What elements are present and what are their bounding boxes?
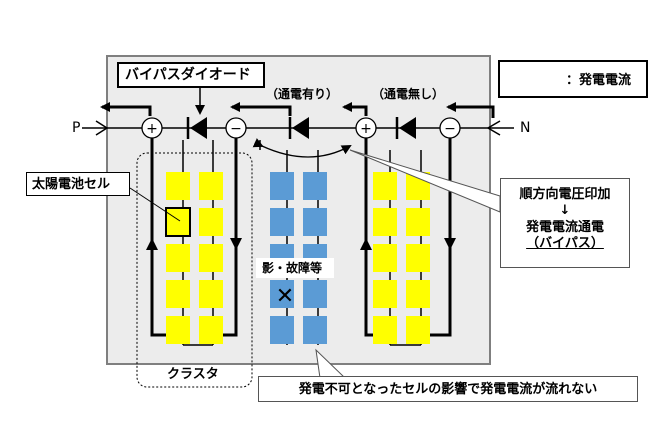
yellow-cell: [406, 208, 430, 236]
forward-callout-line3: （バイパス）: [526, 235, 604, 251]
no-current-callout: 発電不可となったセルの影響で発電電流が流れない: [258, 376, 638, 402]
not-conducting-label: （通電無し）: [372, 87, 445, 101]
yellow-cell: [166, 172, 190, 200]
blue-cell: [303, 208, 327, 236]
blue-cell: [270, 172, 294, 200]
shadow-fault-label: 影・故障等: [262, 261, 323, 275]
yellow-cell: [199, 244, 223, 272]
flow-arrow-p: [100, 102, 152, 116]
yellow-cell: [406, 280, 430, 308]
yellow-cell: [373, 208, 397, 236]
yellow-cell: [373, 316, 397, 344]
plus-terminal-1: +: [141, 117, 163, 139]
yellow-cell: [199, 316, 223, 344]
svg-text:+: +: [360, 121, 372, 137]
flow-arrow-cluster3: [342, 102, 368, 116]
yellow-cell: [166, 316, 190, 344]
terminal-n-fork: [486, 120, 501, 136]
yellow-cell: [166, 244, 190, 272]
forward-callout-line1: 順方向電圧印加: [519, 187, 611, 202]
yellow-cell: [406, 316, 430, 344]
yellow-cell: [199, 172, 223, 200]
yellow-cell: [199, 208, 223, 236]
flow-up-c1: [146, 238, 158, 250]
solar-cell-label: 太陽電池セル: [32, 177, 111, 192]
terminal-n-label: N: [520, 120, 531, 136]
yellow-cell: [199, 280, 223, 308]
svg-text:+: +: [146, 121, 158, 137]
yellow-cell: [166, 280, 190, 308]
cluster-label: クラスタ: [167, 367, 219, 382]
forward-callout-arrow: ↓: [559, 203, 571, 219]
terminal-p-fork: [95, 120, 109, 136]
svg-text:−: −: [230, 121, 242, 137]
terminal-p-label: P: [72, 120, 81, 136]
blue-cell: [303, 172, 327, 200]
bypass-diode-label: バイパスダイオード: [125, 67, 251, 83]
flow-down-c1: [230, 238, 242, 250]
yellow-cell: [373, 244, 397, 272]
bypass-diode-1: [186, 117, 207, 139]
shadow-label-bg: [256, 258, 334, 278]
faulty-cell-mark: ✕: [276, 284, 294, 309]
blue-cell: [303, 316, 327, 344]
blue-cell: [303, 280, 327, 308]
svg-text:−: −: [444, 121, 456, 137]
legend-box: [498, 60, 648, 98]
blue-cell: [270, 316, 294, 344]
bypass-diode-label-box: [117, 62, 265, 88]
minus-terminal-2: −: [439, 117, 461, 139]
module-panel: [106, 55, 491, 365]
no-current-callout-text: 発電不可となったセルの影響で発電電流が流れない: [298, 382, 598, 397]
bypass-curve-arrow: [252, 138, 352, 158]
forward-callout-line2: 発電電流通電: [525, 219, 604, 235]
flow-up-c3: [360, 238, 372, 250]
forward-voltage-callout: 順方向電圧印加 ↓ 発電電流通電 （バイパス）: [500, 178, 630, 268]
plus-terminal-2: +: [355, 117, 377, 139]
blue-cell: [270, 208, 294, 236]
bypass-diode-2: [288, 117, 309, 139]
cell-grid: [166, 172, 430, 344]
yellow-cell: [406, 244, 430, 272]
flow-arrow-mid: [230, 102, 292, 116]
highlighted-solar-cell: [165, 207, 191, 237]
cell-label-pointer: [129, 187, 181, 222]
flow-arrow-n: [446, 102, 495, 118]
solar-cell-label-box: [26, 172, 130, 196]
cluster-outline: [136, 152, 253, 388]
flow-down-c3: [444, 238, 456, 250]
legend-label: ：発電電流: [566, 73, 632, 88]
minus-terminal-1: −: [225, 117, 247, 139]
blue-cell: [270, 280, 294, 308]
yellow-cell: [373, 280, 397, 308]
bypass-diode-3: [395, 117, 416, 139]
conducting-label: （通電有り）: [266, 87, 339, 101]
yellow-cell: [373, 172, 397, 200]
